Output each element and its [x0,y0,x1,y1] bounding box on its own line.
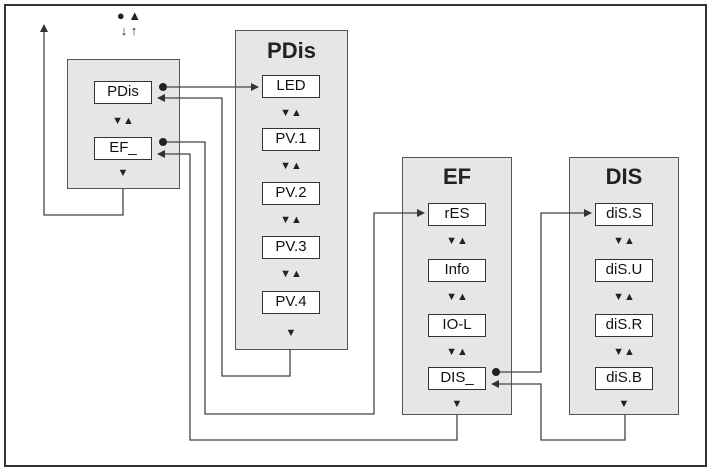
ef-nav-down: ▼ [451,398,463,410]
exit-line [40,24,124,216]
set-and-up-buttons: ● ▲ [116,8,142,23]
main-item-ef[interactable]: EF_ [94,137,152,160]
dis-menu-title: DIS [605,164,643,189]
pdis-item-led[interactable]: LED [262,75,320,98]
set-dot-ef [159,138,167,146]
ef-return-line [157,150,458,441]
pdis-return-line [157,94,291,377]
dis-nav: ▼▲ [613,291,635,303]
pdis-nav: ▼▲ [280,268,302,280]
ef-nav: ▼▲ [446,291,468,303]
pdis-nav: ▼▲ [280,107,302,119]
dis-nav-down: ▼ [618,398,630,410]
set-dot-dis [492,368,500,376]
pdis-menu-title: PDis [267,38,316,63]
pdis-item-pv2[interactable]: PV.2 [262,182,320,205]
dis-item-dis-u[interactable]: diS.U [595,259,653,282]
ef-item-io-l[interactable]: IO-L [428,314,486,337]
dis-item-dis-b[interactable]: diS.B [595,367,653,390]
pdis-nav-down: ▼ [285,327,297,339]
pdis-nav: ▼▲ [280,214,302,226]
set-dot-pdis [159,83,167,91]
ef-enter-line [163,141,425,415]
ef-nav: ▼▲ [446,235,468,247]
main-menu-panel [67,59,180,189]
ef-item-dis[interactable]: DIS_ [428,367,486,390]
dis-item-dis-s[interactable]: diS.S [595,203,653,226]
pdis-item-pv4[interactable]: PV.4 [262,291,320,314]
main-item-pdis[interactable]: PDis [94,81,152,104]
main-nav-down: ▼ [117,167,129,179]
dis-return-line [491,380,626,441]
pdis-item-pv3[interactable]: PV.3 [262,236,320,259]
dis-item-dis-r[interactable]: diS.R [595,314,653,337]
dis-nav: ▼▲ [613,235,635,247]
dis-nav: ▼▲ [613,346,635,358]
ef-item-res[interactable]: rES [428,203,486,226]
ef-nav: ▼▲ [446,346,468,358]
ef-menu-title: EF [442,164,472,189]
pdis-item-pv1[interactable]: PV.1 [262,128,320,151]
ef-item-info[interactable]: Info [428,259,486,282]
main-nav-updown: ▼▲ [112,115,134,127]
dis-enter-line [496,209,592,373]
enter-and-exit-arrows: ↓ ↑ [120,23,138,38]
pdis-nav: ▼▲ [280,160,302,172]
